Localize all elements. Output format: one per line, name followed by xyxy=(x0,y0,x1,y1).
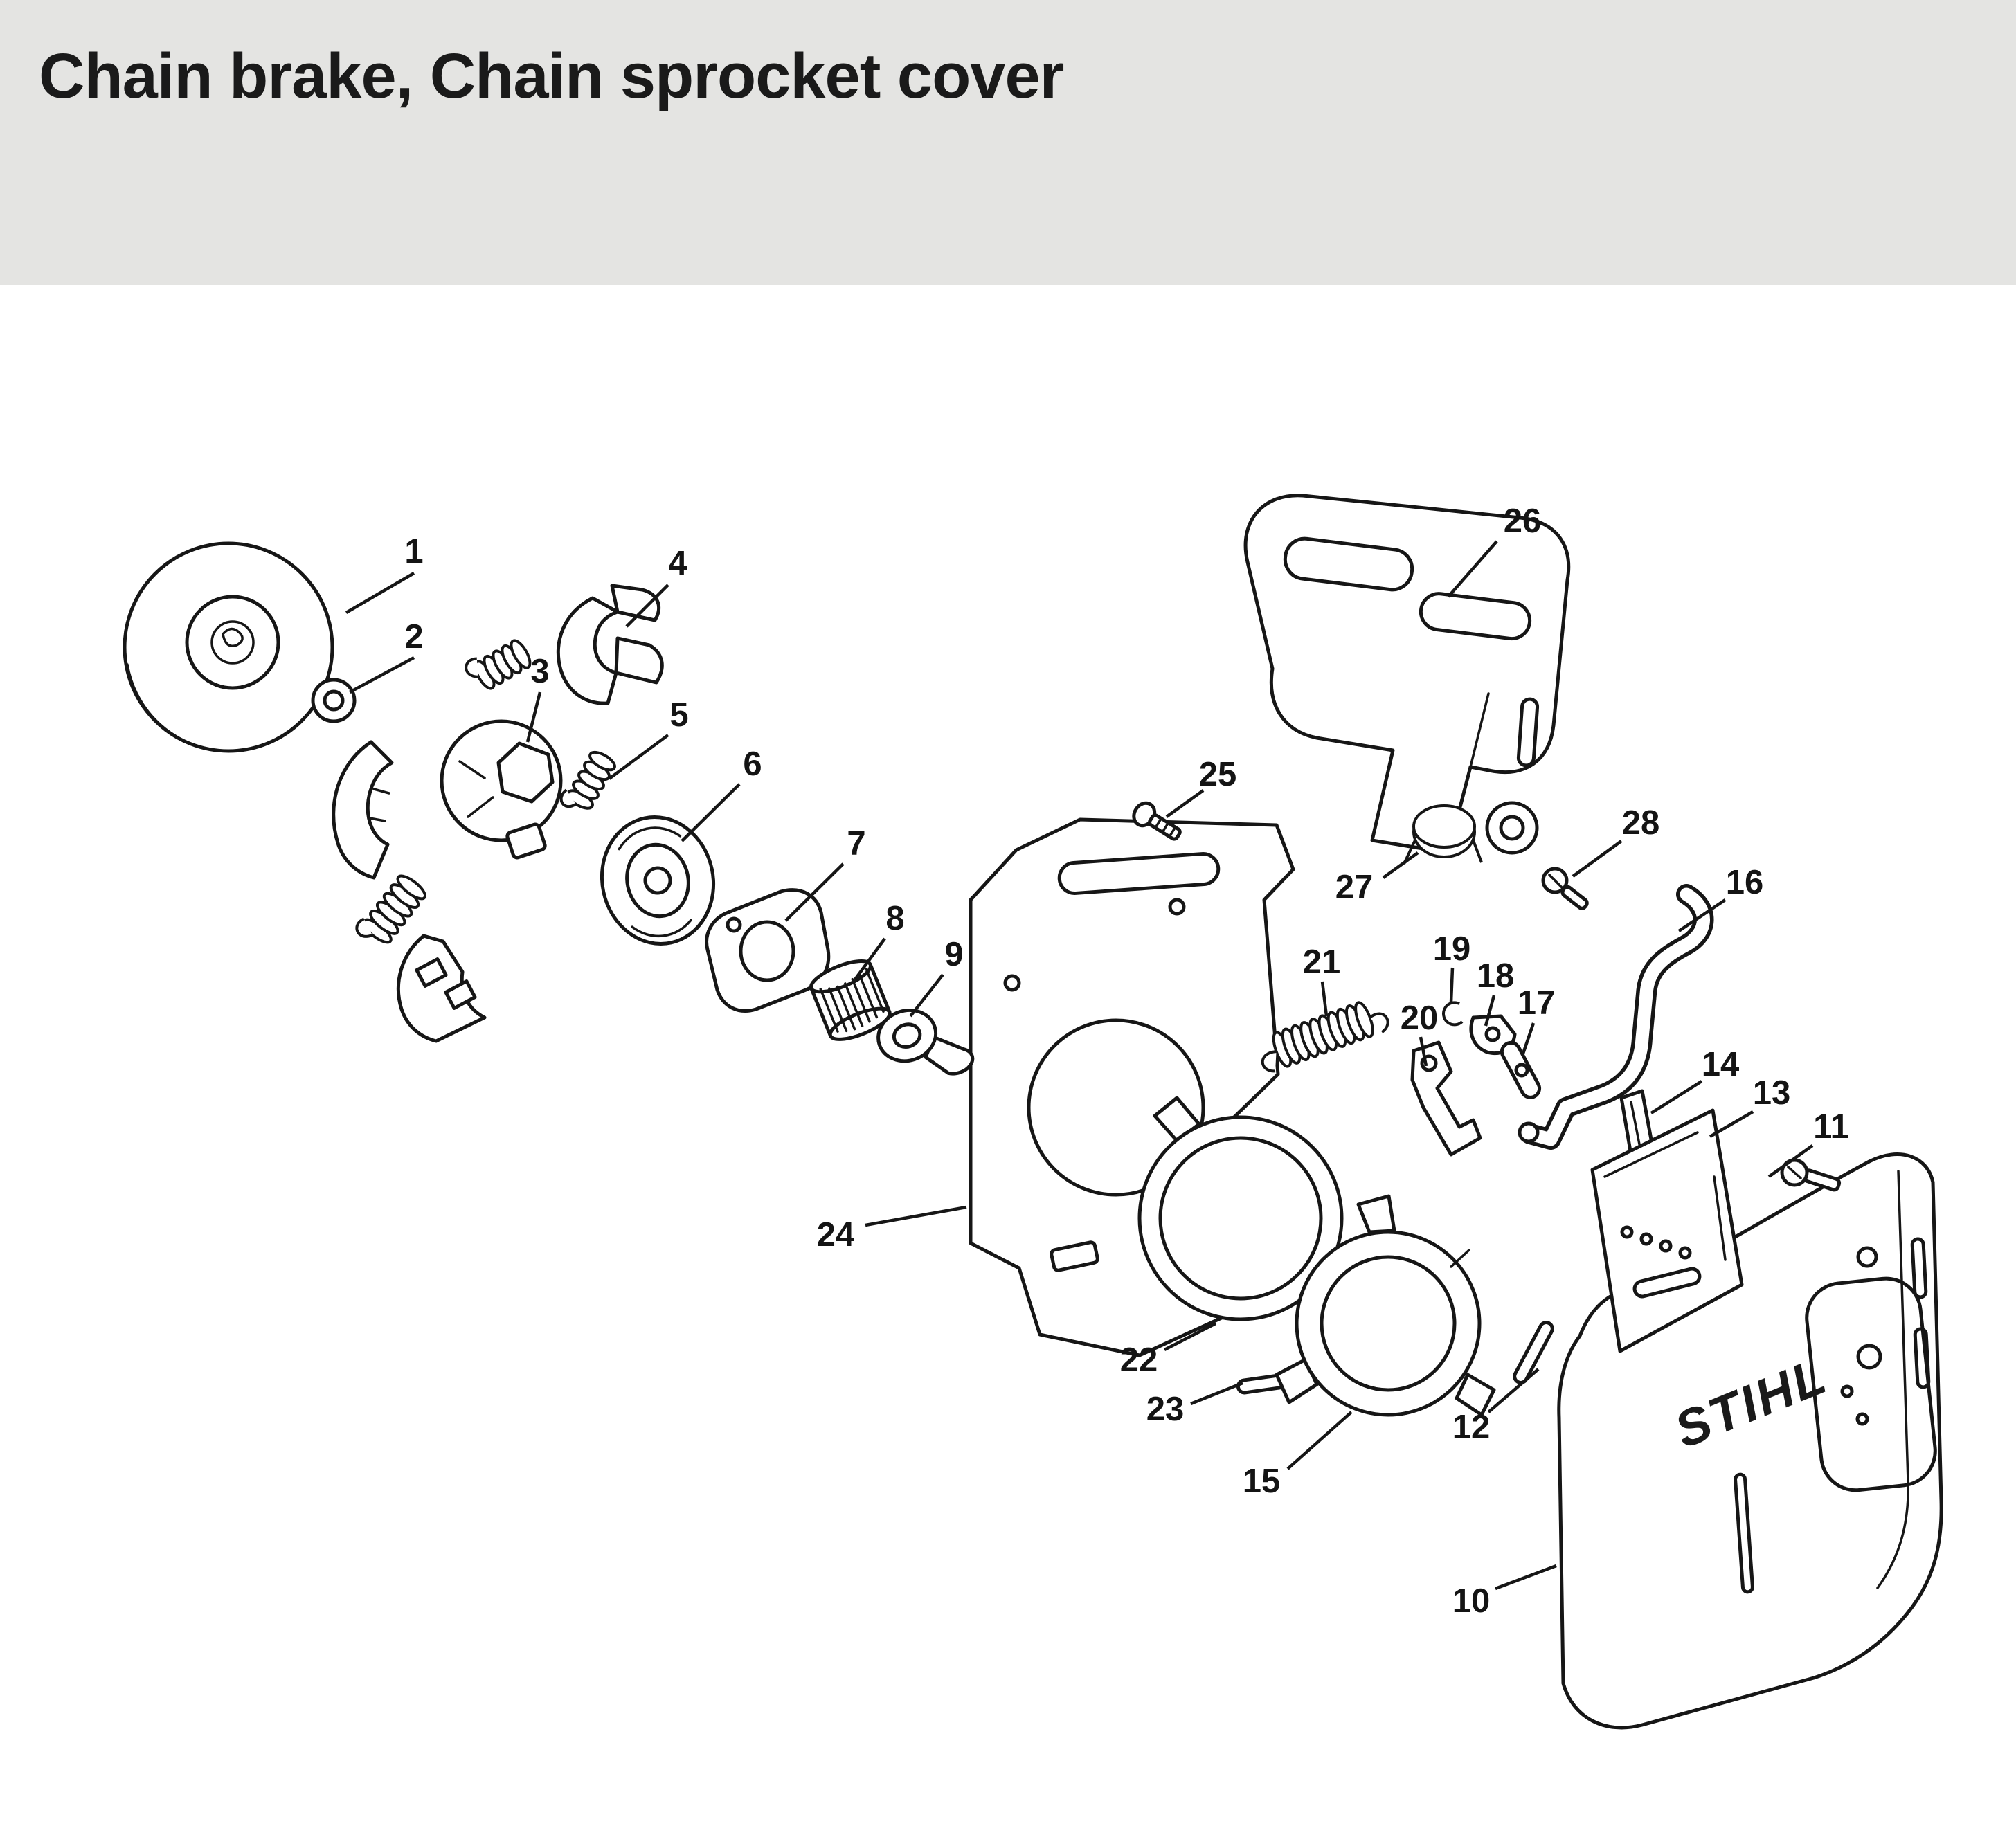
callout-13: 13 xyxy=(1753,1074,1791,1112)
callout-3: 3 xyxy=(530,653,549,690)
callout-23: 23 xyxy=(1146,1391,1185,1428)
callout-6: 6 xyxy=(743,745,762,783)
part-5-spring xyxy=(559,750,616,810)
part-20-bracket xyxy=(1410,1040,1482,1157)
callout-19: 19 xyxy=(1433,930,1471,968)
callout-10: 10 xyxy=(1452,1582,1491,1620)
callout-20: 20 xyxy=(1401,1000,1439,1037)
page-title: Chain brake, Chain sprocket cover xyxy=(39,41,1064,111)
callout-1: 1 xyxy=(404,533,423,570)
callout-14: 14 xyxy=(1702,1046,1740,1083)
part-9-collar-nut xyxy=(876,1008,975,1076)
callout-leader-lines xyxy=(345,540,1814,1591)
callout-27: 27 xyxy=(1335,869,1374,906)
part-11-screw xyxy=(1780,1158,1842,1192)
callout-24: 24 xyxy=(817,1216,855,1254)
page-header: Chain brake, Chain sprocket cover xyxy=(0,0,2016,285)
part-6-cam-plate xyxy=(600,815,716,946)
part-22-brake-band xyxy=(1137,1096,1344,1321)
part-26-hand-guard xyxy=(1243,494,1571,855)
callout-8: 8 xyxy=(885,900,904,937)
part-1-clutch-drum xyxy=(123,541,334,753)
callout-2: 2 xyxy=(404,618,423,656)
callout-25: 25 xyxy=(1199,756,1237,793)
part-19-clip xyxy=(1442,1001,1464,1027)
callout-4: 4 xyxy=(668,545,687,582)
callout-16: 16 xyxy=(1726,864,1764,901)
part-25-screw xyxy=(1132,801,1182,841)
callout-18: 18 xyxy=(1477,957,1515,995)
callout-numbers: 1 2 3 4 5 6 7 8 9 10 11 12 13 14 15 16 1… xyxy=(404,503,1849,1620)
callout-26: 26 xyxy=(1504,503,1542,540)
callout-5: 5 xyxy=(669,696,688,734)
callout-17: 17 xyxy=(1518,984,1556,1022)
part-15-tension-ring xyxy=(1275,1194,1496,1417)
part-8-needle-bearing xyxy=(809,959,892,1041)
part-7-plate xyxy=(705,888,831,1013)
part-12-pin xyxy=(1513,1321,1554,1384)
callout-28: 28 xyxy=(1622,804,1660,842)
part-3-clutch xyxy=(332,639,563,1043)
part-17-lever xyxy=(1500,1040,1542,1099)
part-21-spring xyxy=(1261,1001,1389,1073)
callout-11: 11 xyxy=(1813,1108,1849,1146)
part-13-cover-plate xyxy=(1590,1108,1744,1353)
part-2-washer xyxy=(311,678,357,723)
callout-15: 15 xyxy=(1243,1463,1281,1500)
part-28-screw xyxy=(1541,867,1589,910)
callout-9: 9 xyxy=(944,936,963,973)
callout-22: 22 xyxy=(1120,1341,1158,1379)
callout-12: 12 xyxy=(1452,1409,1491,1446)
part-16-brake-lever xyxy=(1518,884,1714,1150)
callout-7: 7 xyxy=(847,825,865,862)
part-4-clutch-shoe xyxy=(556,584,664,705)
callout-21: 21 xyxy=(1303,943,1341,981)
